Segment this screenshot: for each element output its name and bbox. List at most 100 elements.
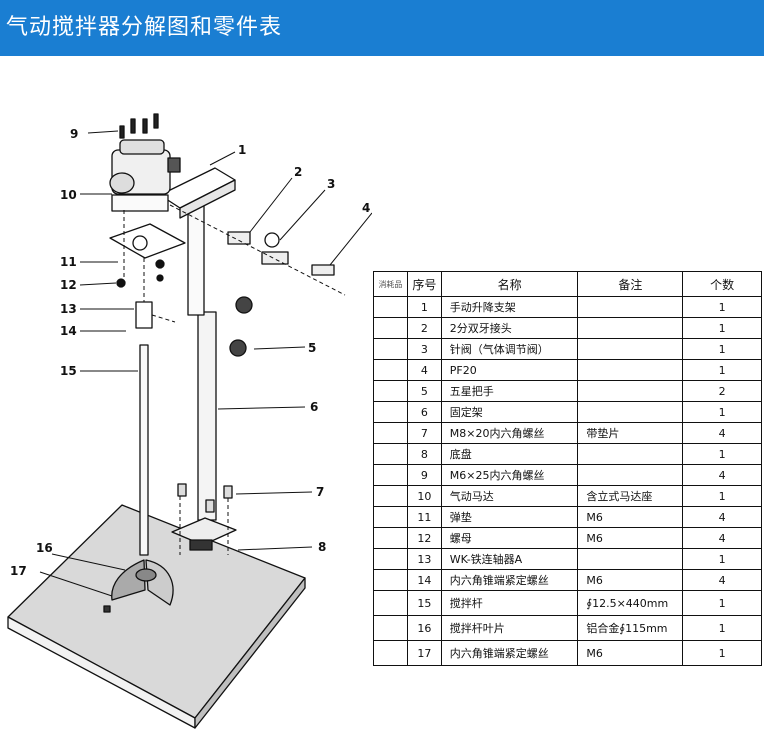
callout-17: 17 xyxy=(10,564,27,578)
col-qty: 个数 xyxy=(682,271,762,297)
row-qty: 4 xyxy=(682,464,762,486)
row-index: 7 xyxy=(406,422,442,444)
callout-13: 13 xyxy=(60,302,77,316)
callout-9: 9 xyxy=(70,127,78,141)
exploded-view-diagram: 9 10 11 12 13 14 15 1 2 3 4 4 5 6 7 8 16… xyxy=(7,113,372,729)
callout-11: 11 xyxy=(60,255,77,269)
outer-column xyxy=(197,311,217,521)
col-index: 序号 xyxy=(406,271,442,297)
row-note xyxy=(577,380,684,402)
row-qty: 1 xyxy=(682,317,762,339)
row-qty: 1 xyxy=(682,443,762,465)
row-note xyxy=(577,296,684,318)
row-qty: 4 xyxy=(682,422,762,444)
col-note: 备注 xyxy=(577,271,684,297)
row-index: 9 xyxy=(406,464,442,486)
row-name: 手动升降支架 xyxy=(440,296,579,318)
callout-14: 14 xyxy=(60,324,77,338)
callout-4-visible: 4 xyxy=(362,201,370,215)
row-index: 8 xyxy=(406,443,442,465)
row-name: WK-铁连轴器A xyxy=(440,548,579,570)
row-index: 5 xyxy=(406,380,442,402)
row-note xyxy=(577,338,684,360)
row-index: 13 xyxy=(406,548,442,570)
row-qty: 1 xyxy=(682,615,762,641)
row-name: PF20 xyxy=(440,359,579,381)
row-name: M6×25内六角螺丝 xyxy=(440,464,579,486)
callout-3: 3 xyxy=(327,177,335,191)
table-header-row: 消耗品 序号 名称 备注 个数 xyxy=(373,271,762,297)
impeller xyxy=(111,559,146,601)
row-name: 固定架 xyxy=(440,401,579,423)
row-note: ∮12.5×440mm xyxy=(577,590,684,616)
page-title: 气动搅拌器分解图和零件表 xyxy=(6,15,283,40)
row-name: 内六角锥端紧定螺丝 xyxy=(440,640,579,666)
row-name: 2分双牙接头 xyxy=(440,317,579,339)
base-plate xyxy=(7,504,306,719)
row-index: 14 xyxy=(406,569,442,591)
row-note: M6 xyxy=(577,640,684,666)
row-name: 五星把手 xyxy=(440,380,579,402)
row-note: M6 xyxy=(577,506,684,528)
row-index: 3 xyxy=(406,338,442,360)
callout-2: 2 xyxy=(294,165,302,179)
stirring-shaft xyxy=(139,344,149,556)
row-note xyxy=(577,548,684,570)
row-index: 11 xyxy=(406,506,442,528)
row-index: 6 xyxy=(406,401,442,423)
row-qty: 1 xyxy=(682,485,762,507)
row-name: 底盘 xyxy=(440,443,579,465)
row-index: 1 xyxy=(406,296,442,318)
row-qty: 1 xyxy=(682,296,762,318)
col-name: 名称 xyxy=(440,271,579,297)
fittings xyxy=(227,231,335,276)
row-note: 铝合金∮115mm xyxy=(577,615,684,641)
row-note: M6 xyxy=(577,527,684,549)
row-name: 气动马达 xyxy=(440,485,579,507)
row-qty: 1 xyxy=(682,401,762,423)
callout-12: 12 xyxy=(60,278,77,292)
row-note: 含立式马达座 xyxy=(577,485,684,507)
row-name: M8×20内六角螺丝 xyxy=(440,422,579,444)
row-index: 4 xyxy=(406,359,442,381)
row-name: 螺母 xyxy=(440,527,579,549)
row-name: 搅拌杆叶片 xyxy=(440,615,579,641)
row-name: 内六角锥端紧定螺丝 xyxy=(440,569,579,591)
callout-6: 6 xyxy=(310,400,318,414)
row-qty: 1 xyxy=(682,590,762,616)
callout-7: 7 xyxy=(316,485,324,499)
row-index: 2 xyxy=(406,317,442,339)
row-qty: 1 xyxy=(682,359,762,381)
callout-8: 8 xyxy=(318,540,326,554)
row-qty: 1 xyxy=(682,640,762,666)
callout-15: 15 xyxy=(60,364,77,378)
row-note: 带垫片 xyxy=(577,422,684,444)
header-bar: 气动搅拌器分解图和零件表 xyxy=(0,0,764,56)
motor-plate xyxy=(109,223,186,259)
callout-labels: 9 10 11 12 13 14 15 1 2 3 4 4 5 6 7 8 16… xyxy=(10,127,370,578)
row-note xyxy=(577,443,684,465)
coupler xyxy=(135,301,153,329)
row-name: 弹垫 xyxy=(440,506,579,528)
row-index: 17 xyxy=(406,640,442,666)
row-qty: 1 xyxy=(682,338,762,360)
row-note xyxy=(577,359,684,381)
callout-1: 1 xyxy=(238,143,246,157)
row-index: 15 xyxy=(406,590,442,616)
row-note xyxy=(577,401,684,423)
row-note xyxy=(577,317,684,339)
